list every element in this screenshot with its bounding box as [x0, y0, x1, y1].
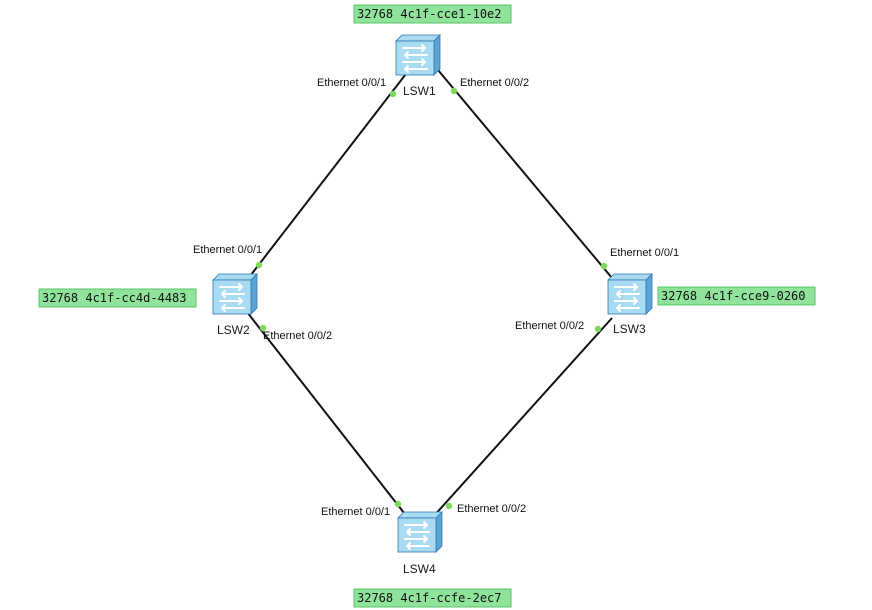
port-label-lsw4-e001: Ethernet 0/0/1 [321, 506, 390, 518]
port-label-lsw3-e001: Ethernet 0/0/1 [610, 247, 679, 259]
switch-lsw4[interactable]: LSW4 [397, 511, 443, 576]
bridge-id-lsw2: 32768 4c1f-cc4d-4483 [42, 291, 187, 305]
link-lsw1-lsw3[interactable] [437, 69, 613, 279]
switch-icon[interactable] [212, 273, 258, 315]
port-dot-lsw4-e001[interactable] [394, 500, 402, 508]
port-dot-lsw3-e002[interactable] [594, 325, 602, 333]
switch-lsw2[interactable]: LSW2 [212, 273, 258, 337]
link-lsw1-lsw2[interactable] [246, 69, 410, 281]
port-label-lsw1-e001: Ethernet 0/0/1 [317, 77, 386, 89]
port-dot-lsw4-e002[interactable] [445, 502, 453, 510]
bridge-id-lsw1: 32768 4c1f-cce1-10e2 [357, 7, 502, 21]
link-lsw2-lsw4[interactable] [246, 311, 409, 519]
switch-icon[interactable] [395, 34, 441, 76]
bridge-id-badge-lsw2: 32768 4c1f-cc4d-4483 [38, 288, 197, 308]
bridge-id-lsw4: 32768 4c1f-ccfe-2ec7 [357, 591, 502, 605]
switch-icon[interactable] [607, 273, 653, 315]
port-label-lsw4-e002: Ethernet 0/0/2 [457, 503, 526, 515]
link-lsw3-lsw4[interactable] [431, 317, 613, 519]
switch-icon[interactable] [397, 511, 443, 553]
port-dot-lsw1-e002[interactable] [450, 87, 458, 95]
port-dots-layer [255, 87, 608, 510]
switch-lsw3[interactable]: LSW3 [607, 273, 653, 336]
port-label-lsw1-e002: Ethernet 0/0/2 [460, 77, 529, 89]
device-label-lsw4: LSW4 [403, 562, 436, 576]
port-dot-lsw2-e001[interactable] [255, 261, 263, 269]
port-label-lsw3-e002: Ethernet 0/0/2 [515, 320, 584, 332]
links-layer [246, 69, 613, 519]
port-dot-lsw3-e001[interactable] [600, 262, 608, 270]
bridge-id-badge-lsw3: 32768 4c1f-cce9-0260 [657, 286, 816, 306]
device-label-lsw2: LSW2 [217, 323, 250, 337]
switch-lsw1[interactable]: LSW1 [395, 34, 441, 98]
bridge-id-badge-lsw1: 32768 4c1f-cce1-10e2 [353, 4, 512, 24]
port-dot-lsw1-e001[interactable] [389, 90, 397, 98]
device-label-lsw1: LSW1 [403, 84, 436, 98]
bridge-id-badge-lsw4: 32768 4c1f-ccfe-2ec7 [353, 588, 512, 608]
port-dot-lsw2-e002[interactable] [259, 324, 267, 332]
bridge-id-lsw3: 32768 4c1f-cce9-0260 [661, 289, 806, 303]
port-labels-layer: Ethernet 0/0/1 Ethernet 0/0/2 Ethernet 0… [193, 77, 679, 518]
device-label-lsw3: LSW3 [613, 322, 646, 336]
port-label-lsw2-e002: Ethernet 0/0/2 [263, 330, 332, 342]
port-label-lsw2-e001: Ethernet 0/0/1 [193, 244, 262, 256]
